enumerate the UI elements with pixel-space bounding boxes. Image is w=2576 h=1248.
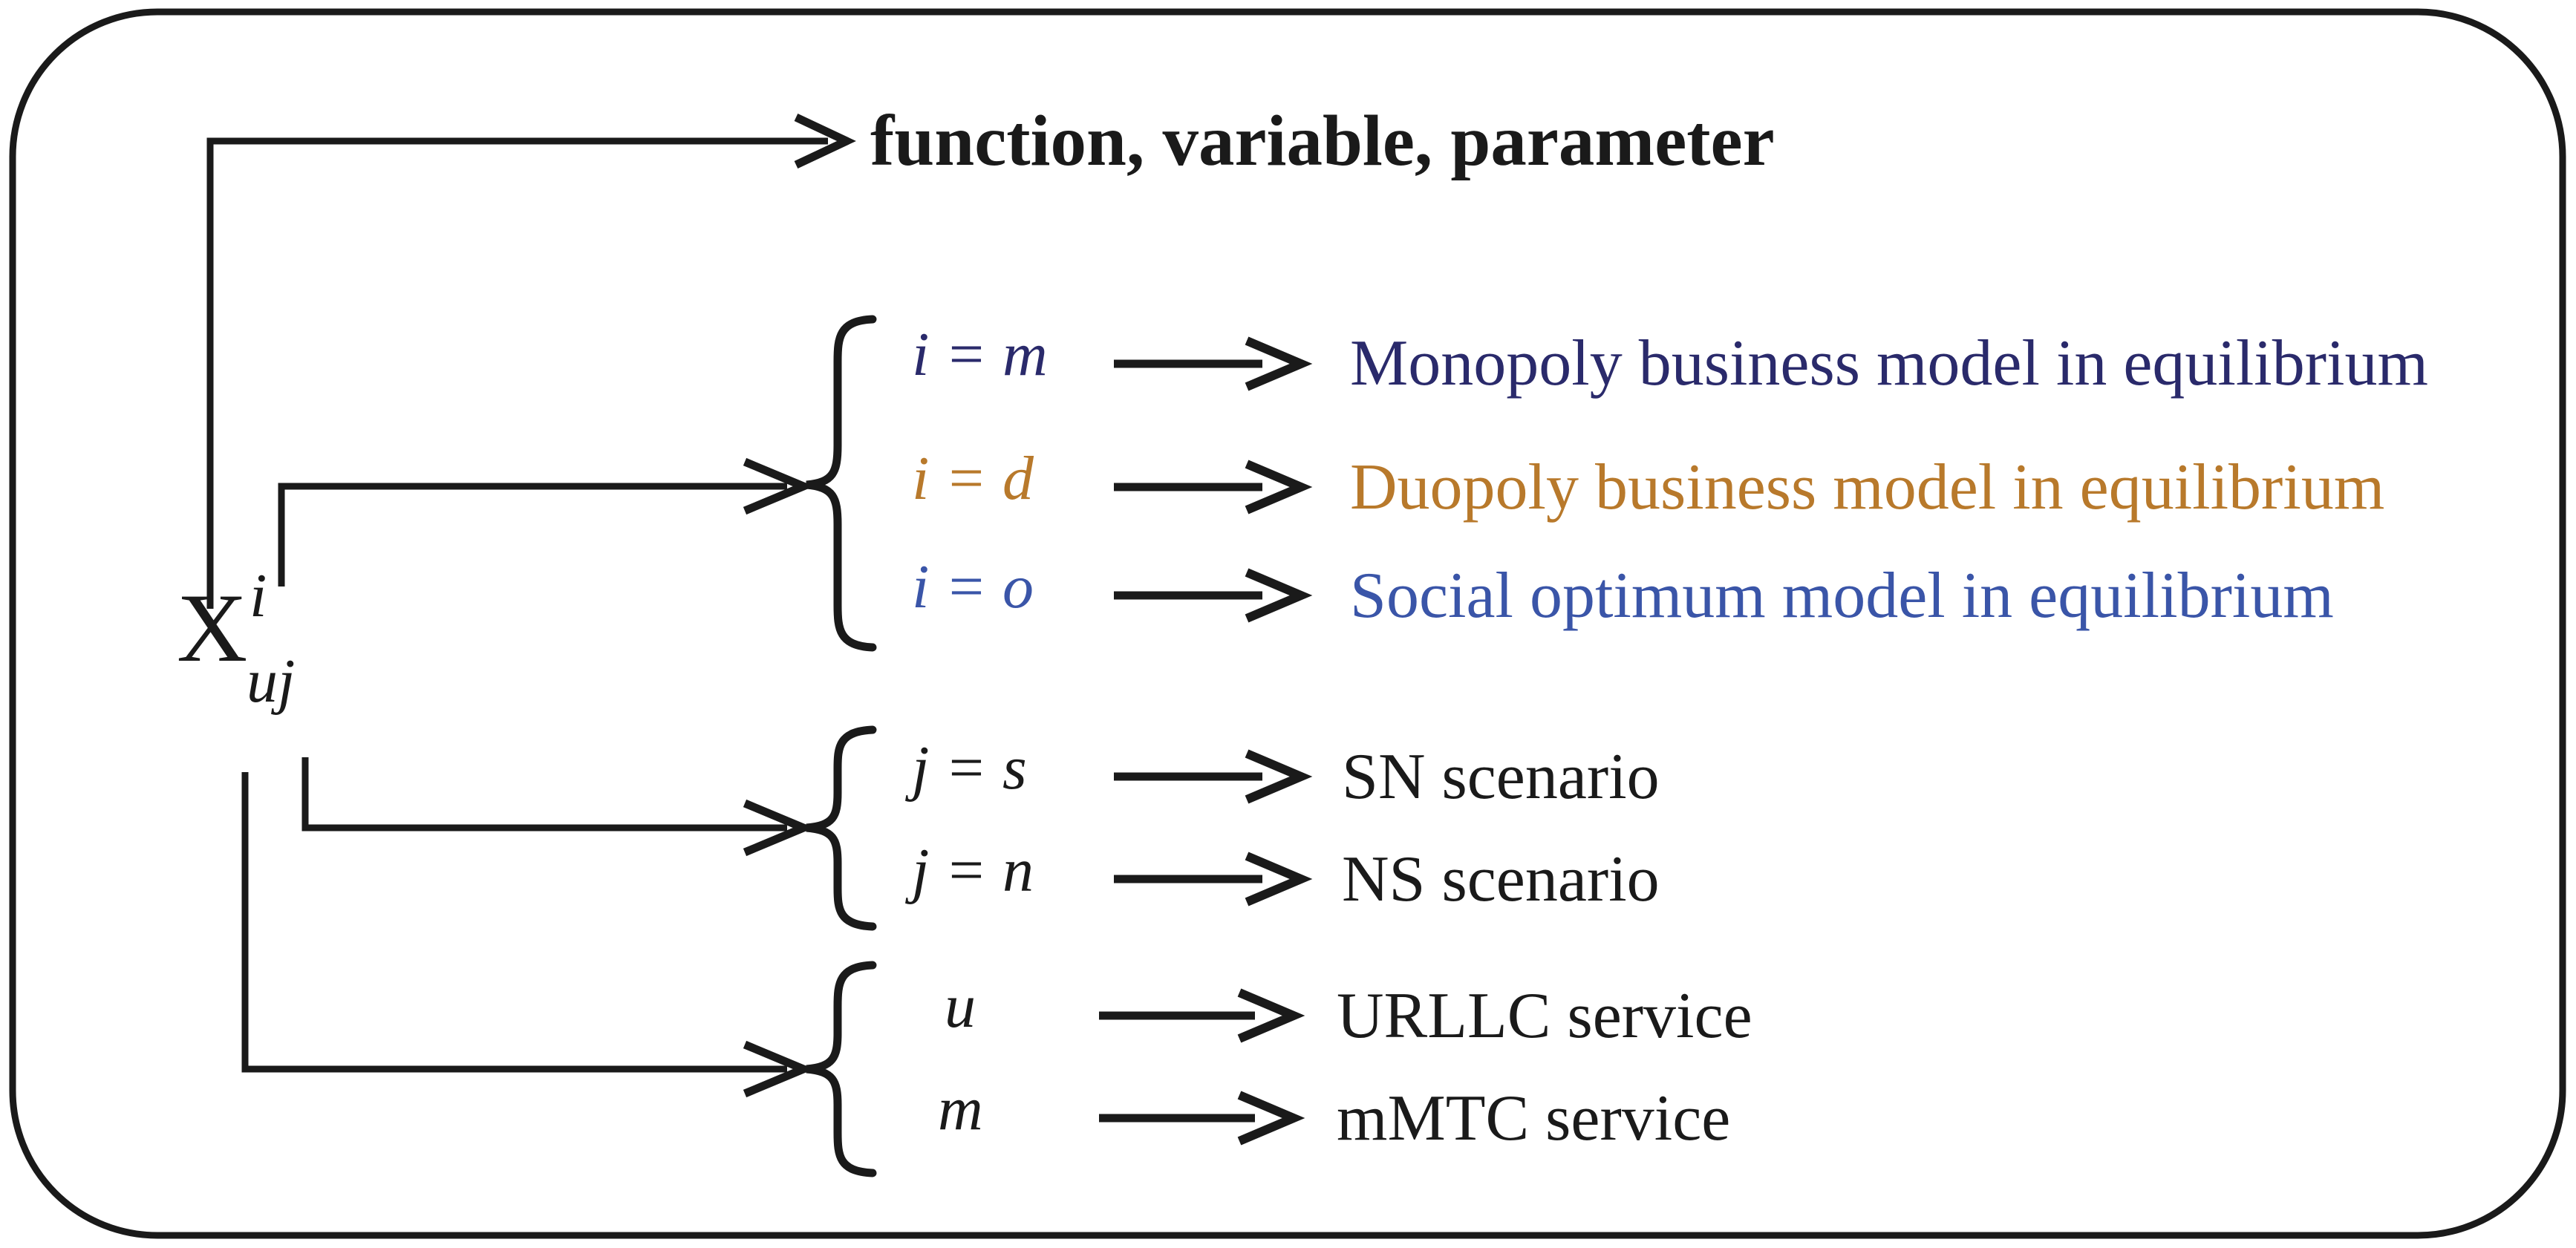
row-i-m-label: Monopoly business model in equilibrium bbox=[1350, 327, 2428, 399]
group-index-i: i = m Monopoly business model in equilib… bbox=[806, 315, 2428, 652]
group-service-index: u URLLC service m mMTC service bbox=[806, 961, 1752, 1177]
row-j-n-label: NS scenario bbox=[1342, 843, 1660, 915]
connector-to-group-j bbox=[301, 757, 815, 857]
root-symbol: X i uj bbox=[177, 561, 295, 716]
row-i-o-label: Social optimum model in equilibrium bbox=[1350, 560, 2334, 632]
row-i-m-arrowhead bbox=[1245, 336, 1313, 391]
row-i-m: i = m Monopoly business model in equilib… bbox=[912, 320, 2428, 399]
outer-frame bbox=[9, 8, 2566, 1239]
arrowhead-group-service bbox=[743, 1040, 815, 1098]
connector-group-i-line bbox=[278, 483, 787, 587]
row-j-n-key: j = n bbox=[905, 836, 1034, 905]
row-j-n: j = n NS scenario bbox=[905, 836, 1660, 915]
arrowhead-group-j bbox=[743, 799, 815, 857]
connector-to-group-i bbox=[278, 457, 815, 587]
row-service-m: m mMTC service bbox=[938, 1074, 1730, 1154]
row-service-m-label: mMTC service bbox=[1337, 1082, 1730, 1154]
connector-title-line bbox=[206, 137, 828, 609]
row-i-m-key: i = m bbox=[912, 320, 1048, 389]
row-service-u-arrowhead bbox=[1237, 988, 1305, 1043]
row-i-o-arrowhead bbox=[1245, 568, 1313, 623]
root-symbol-subscript: uj bbox=[247, 647, 295, 716]
root-symbol-superscript: i bbox=[250, 561, 267, 630]
connector-to-group-service bbox=[241, 772, 815, 1098]
row-i-d: i = d Duopoly business model in equilibr… bbox=[912, 444, 2384, 523]
row-i-o-key: i = o bbox=[912, 552, 1034, 621]
arrowhead-group-i bbox=[743, 457, 815, 515]
group-index-j: j = s SN scenario j = n NS scenario bbox=[806, 725, 1660, 931]
connector-group-j-line bbox=[301, 757, 787, 832]
row-i-o: i = o Social optimum model in equilibriu… bbox=[912, 552, 2334, 632]
brace-service-index bbox=[806, 961, 877, 1177]
row-service-u-label: URLLC service bbox=[1337, 980, 1752, 1052]
row-service-m-key: m bbox=[938, 1074, 983, 1143]
row-j-s: j = s SN scenario bbox=[905, 734, 1660, 813]
row-j-s-label: SN scenario bbox=[1342, 741, 1660, 813]
row-i-d-key: i = d bbox=[912, 444, 1034, 513]
brace-index-j bbox=[806, 725, 877, 931]
row-j-n-arrowhead bbox=[1245, 852, 1313, 906]
brace-index-i bbox=[806, 315, 877, 652]
row-j-s-arrowhead bbox=[1245, 749, 1313, 804]
connector-to-title bbox=[206, 114, 856, 609]
row-service-u-key: u bbox=[945, 972, 976, 1041]
arrowhead-title bbox=[794, 114, 856, 169]
connector-group-service-line bbox=[241, 772, 787, 1073]
row-i-d-arrowhead bbox=[1245, 460, 1313, 514]
row-service-u: u URLLC service bbox=[945, 972, 1752, 1052]
row-service-m-arrowhead bbox=[1237, 1091, 1305, 1146]
title-label: function, variable, parameter bbox=[870, 101, 1775, 180]
row-j-s-key: j = s bbox=[905, 734, 1027, 803]
row-i-d-label: Duopoly business model in equilibrium bbox=[1350, 451, 2384, 523]
